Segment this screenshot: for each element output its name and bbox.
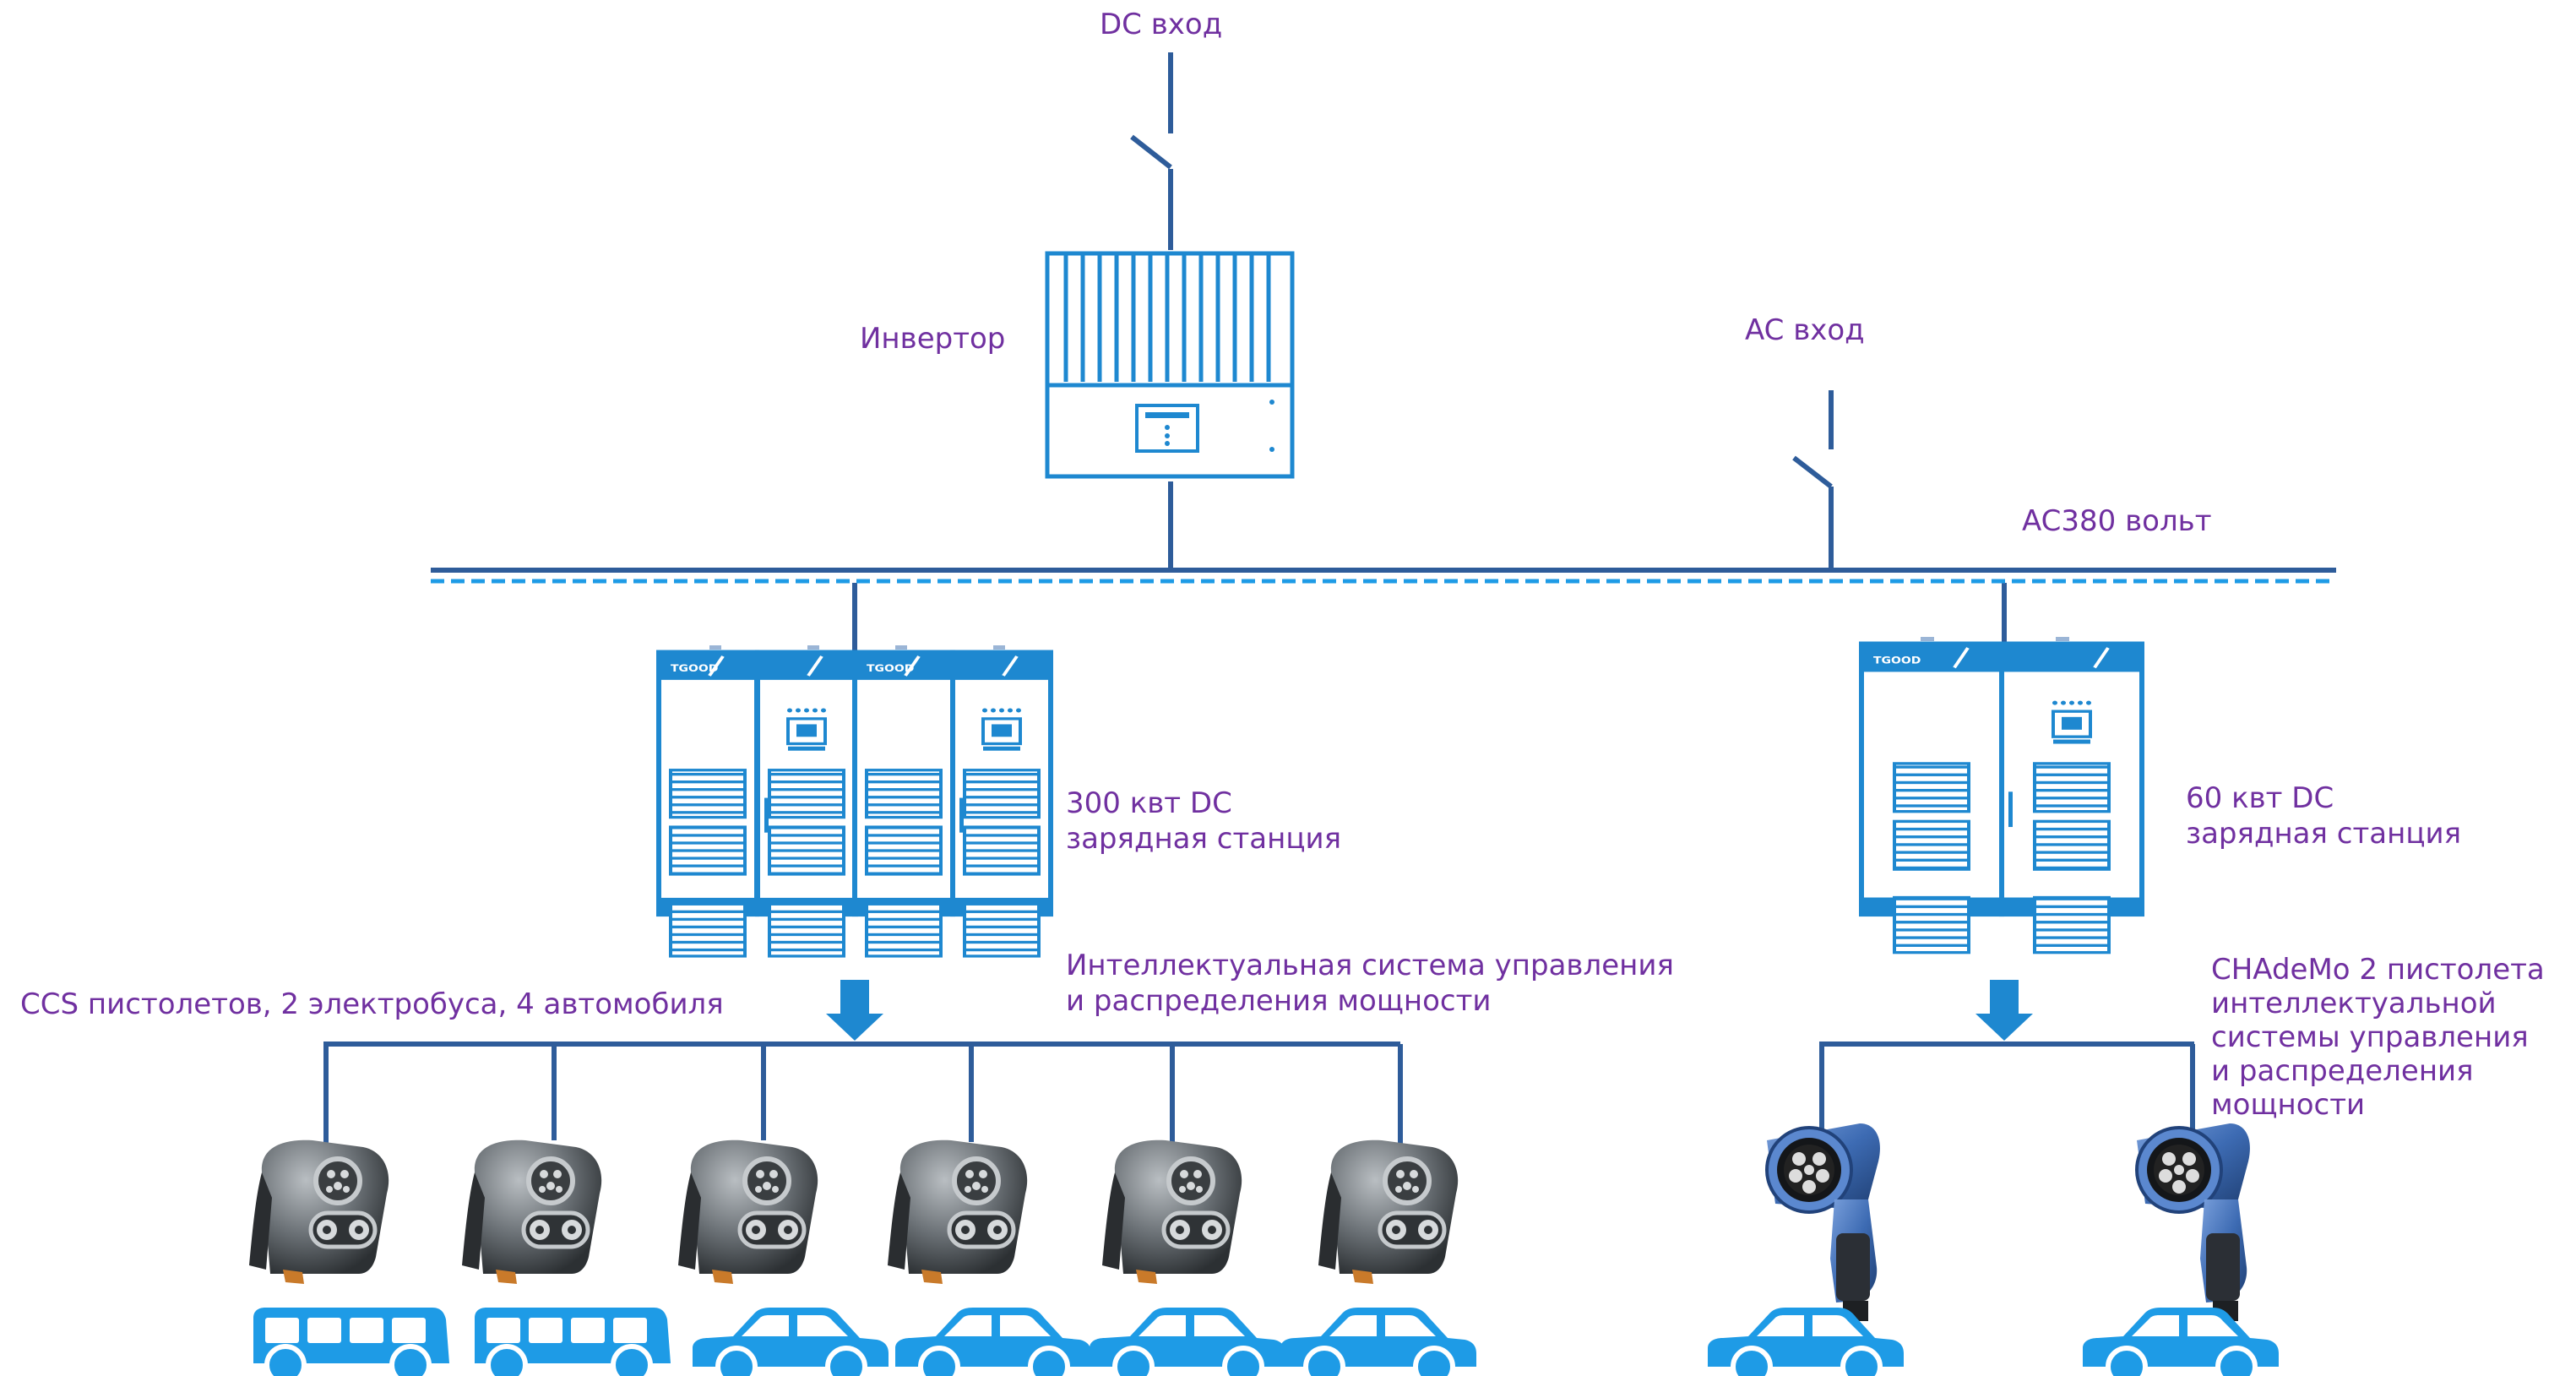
arrow-down-icon bbox=[1975, 980, 2033, 1041]
wiring bbox=[323, 52, 2195, 1149]
charging-cabinet-300kw: TGOOD TGOOD bbox=[656, 645, 1053, 958]
intelligent-system-label: Интеллектуальная система управления и ра… bbox=[1066, 949, 1674, 1018]
svg-text:TGOOD: TGOOD bbox=[1873, 655, 1921, 666]
car-icon bbox=[895, 1308, 1091, 1376]
ccs-plug-icon bbox=[888, 1140, 1027, 1284]
ccs-guns-label: CCS пистолетов, 2 электробуса, 4 автомоб… bbox=[20, 987, 724, 1021]
ac380-label: AC380 вольт bbox=[2022, 504, 2212, 538]
bus-icon bbox=[253, 1308, 449, 1376]
svg-text:TGOOD: TGOOD bbox=[867, 663, 914, 674]
station-300-label: 300 квт DC зарядная станция bbox=[1066, 786, 1342, 856]
car-icon bbox=[1090, 1308, 1285, 1376]
ccs-plug-icon bbox=[1318, 1140, 1458, 1284]
ccs-plug-icon bbox=[1102, 1140, 1242, 1284]
ccs-plug-icon bbox=[249, 1140, 389, 1284]
inverter-label: Инвертор bbox=[860, 322, 1006, 356]
station-60-label: 60 квт DC зарядная станция bbox=[2186, 781, 2462, 851]
vehicles bbox=[253, 1308, 2279, 1376]
ac-input-label: AC вход bbox=[1745, 313, 1865, 347]
arrow-down-icon bbox=[826, 980, 883, 1041]
bus-icon bbox=[475, 1308, 671, 1376]
car-icon bbox=[693, 1308, 889, 1376]
ccs-plug-icon bbox=[678, 1140, 818, 1284]
car-icon bbox=[1708, 1308, 1904, 1376]
car-icon bbox=[2083, 1308, 2279, 1376]
chademo-plug-icon bbox=[1765, 1122, 1882, 1323]
chademo-plug-icon bbox=[2135, 1122, 2252, 1323]
dc-input-label: DC вход bbox=[1100, 8, 1223, 41]
car-icon bbox=[1280, 1308, 1476, 1376]
charging-cabinet-60kw: TGOOD bbox=[1859, 637, 2144, 954]
svg-text:TGOOD: TGOOD bbox=[671, 663, 718, 674]
chademo-label: CHAdeMo 2 пистолета интеллектуальной сис… bbox=[2211, 953, 2545, 1122]
inverter-icon bbox=[1045, 251, 1295, 479]
ccs-plug-icon bbox=[462, 1140, 601, 1284]
